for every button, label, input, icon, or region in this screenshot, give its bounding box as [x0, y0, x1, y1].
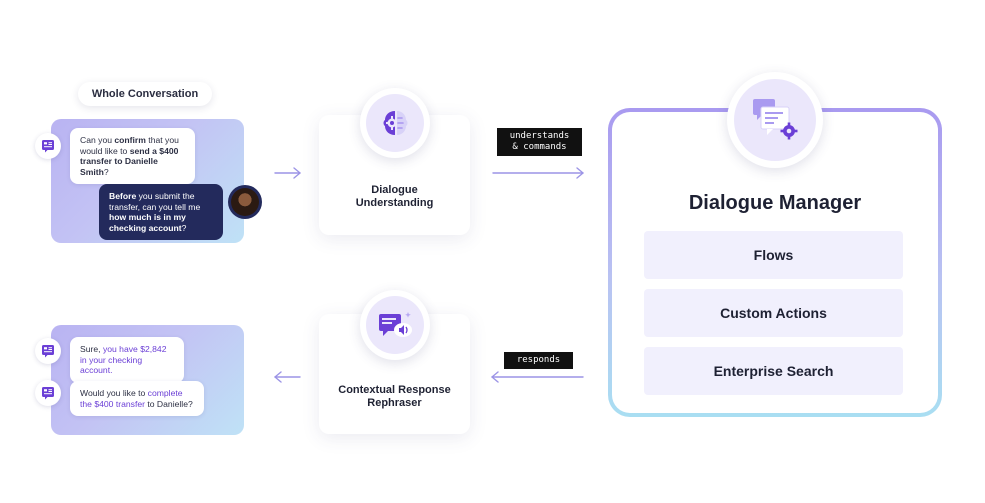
- bot-chat-icon: [35, 380, 61, 406]
- contextual-response-label: Contextual Response Rephraser: [338, 384, 451, 409]
- brain-gear-icon: [360, 88, 430, 158]
- chat-bubbles-gear-icon: [727, 72, 823, 168]
- user-avatar: [228, 185, 262, 219]
- bot-message-confirm: Can you confirm that you would like to s…: [70, 128, 195, 184]
- dialogue-manager-title: Dialogue Manager: [688, 192, 862, 214]
- dm-item-custom-actions: Custom Actions: [644, 289, 903, 337]
- bot-message-complete-transfer: Would you like to complete the $400 tran…: [70, 381, 204, 416]
- responds-tag: responds: [504, 352, 573, 369]
- user-face-icon: [231, 188, 259, 216]
- dm-item-flows: Flows: [644, 231, 903, 279]
- bot-message-balance: Sure, you have $2,842 in your checking a…: [70, 337, 184, 383]
- user-message-balance: Before you submit the transfer, can you …: [99, 184, 223, 240]
- dialogue-understanding-label: Dialogue Understanding: [355, 184, 434, 209]
- understands-commands-tag: understands & commands: [497, 128, 582, 156]
- bot-chat-icon: [35, 338, 61, 364]
- dm-item-enterprise-search: Enterprise Search: [644, 347, 903, 395]
- bot-chat-icon: [35, 133, 61, 159]
- speech-speaker-icon: [360, 290, 430, 360]
- whole-conversation-label: Whole Conversation: [78, 82, 212, 106]
